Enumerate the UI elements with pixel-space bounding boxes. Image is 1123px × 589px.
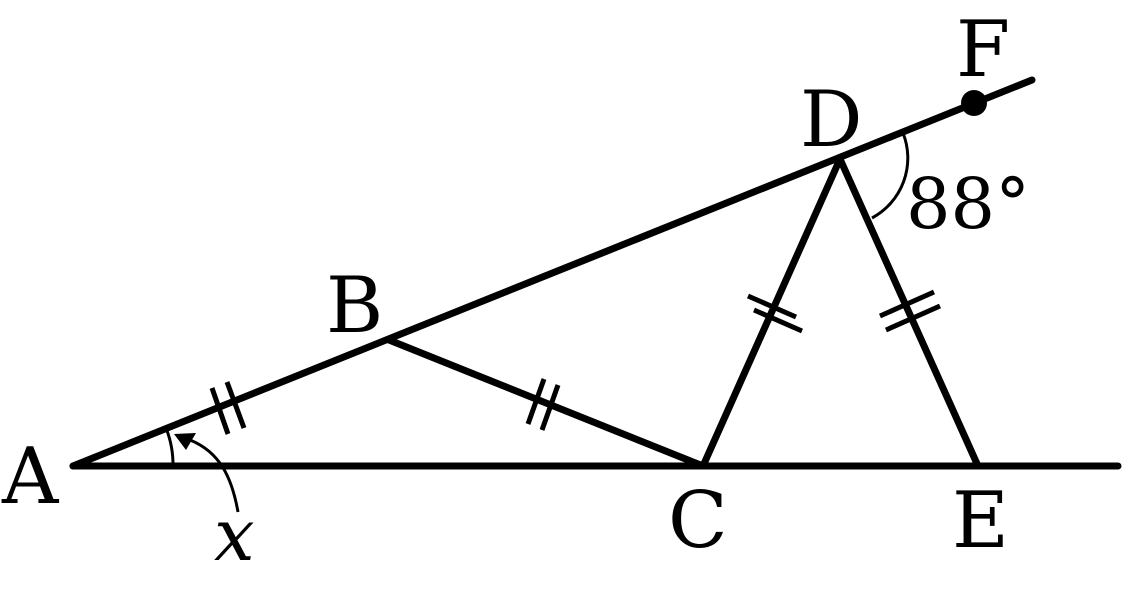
- tick-mark-bc: [525, 378, 561, 431]
- segment-bc: [385, 336, 707, 470]
- tick-mark-cd: [746, 293, 804, 334]
- label-angle-x: x: [214, 493, 255, 577]
- label-angle-88: 88°: [906, 163, 1030, 245]
- angle-pointer-arrow: [189, 438, 240, 513]
- angle-arc-a: [164, 427, 175, 467]
- label-point-e: E: [952, 476, 1009, 566]
- angle-arc-d: [871, 132, 910, 220]
- segment-cd: [699, 155, 844, 470]
- label-point-b: B: [326, 261, 383, 351]
- tick-mark-ab: [209, 381, 247, 435]
- point-f-dot: [961, 90, 987, 116]
- tick-mark-de: [878, 289, 942, 333]
- label-point-d: D: [800, 75, 863, 165]
- label-point-c: C: [668, 476, 728, 566]
- arrow-head-icon: [174, 433, 196, 450]
- label-point-a: A: [1, 432, 60, 522]
- segment-de: [836, 155, 982, 470]
- label-point-f: F: [956, 5, 1010, 95]
